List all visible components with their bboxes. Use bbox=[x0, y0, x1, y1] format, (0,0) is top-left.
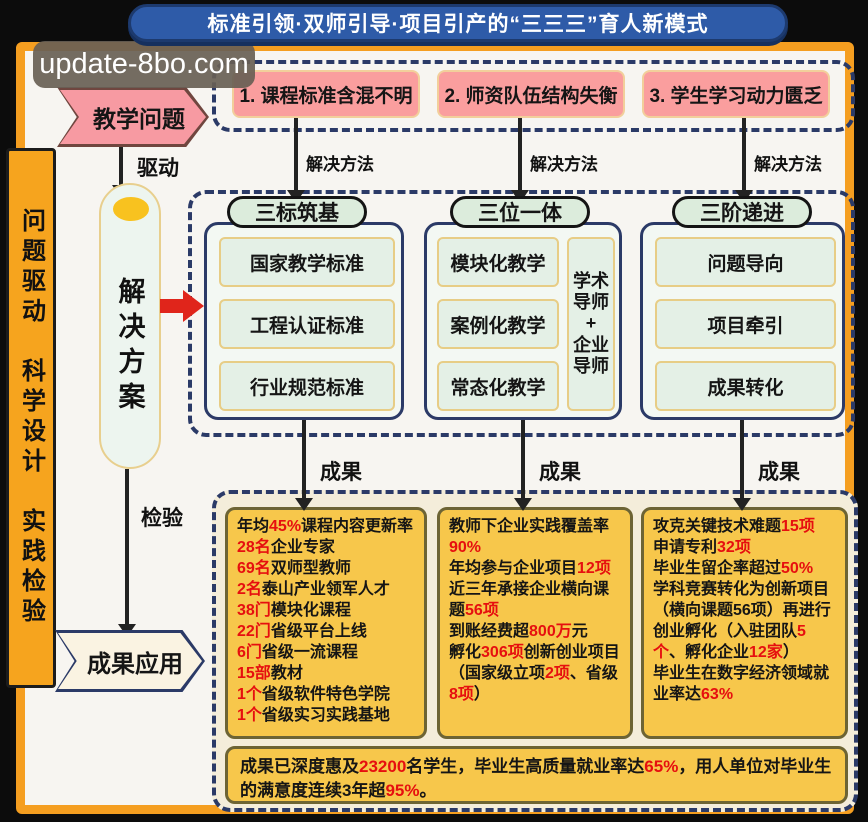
problem-box-3: 3. 学生学习动力匮乏 bbox=[642, 70, 830, 118]
column3-item-2: 项目牵引 bbox=[655, 299, 836, 349]
problems-dashed-box bbox=[212, 60, 855, 132]
pill-dot-icon bbox=[113, 197, 149, 221]
result-arrow-head-3 bbox=[733, 498, 751, 511]
result-apply-label: 成果应用 bbox=[58, 633, 202, 689]
column1-header: 三标筑基 bbox=[227, 196, 367, 228]
column2-header: 三位一体 bbox=[450, 196, 590, 228]
result-label-3: 成果 bbox=[758, 461, 800, 484]
page-title: 标准引领·双师引导·项目引产的“三三三”育人新模式 bbox=[207, 13, 709, 36]
result-arrow-line-3 bbox=[740, 420, 744, 500]
results-box-2: 教师下企业实践覆盖率90%年均参与企业项目12项近三年承接企业横向课题56项到账… bbox=[437, 507, 633, 739]
solve-arrow-line-2 bbox=[518, 118, 522, 192]
column1-item-2: 工程认证标准 bbox=[219, 299, 395, 349]
verify-arrow-line bbox=[125, 469, 129, 627]
column2-item-2: 案例化教学 bbox=[437, 299, 559, 349]
results-summary-box: 成果已深度惠及23200名学生，毕业生高质量就业率达65%，用人单位对毕业生的满… bbox=[225, 746, 848, 804]
column3-header: 三阶递进 bbox=[672, 196, 812, 228]
column2-box: 模块化教学 案例化教学 常态化教学 学术 导师 + 企业 导师 bbox=[424, 222, 622, 420]
teaching-problem-shape: 教学问题 bbox=[57, 87, 209, 147]
problem-box-2: 2. 师资队伍结构失衡 bbox=[437, 70, 625, 118]
column1-item-3: 行业规范标准 bbox=[219, 361, 395, 411]
solution-pill-label: 解决方案 bbox=[114, 277, 145, 417]
column1-box: 国家教学标准 工程认证标准 行业规范标准 bbox=[204, 222, 404, 420]
drive-arrow-line bbox=[119, 147, 123, 187]
solution-pill: 解决方案 bbox=[99, 183, 161, 469]
solve-label-1: 解决方法 bbox=[306, 155, 374, 174]
title-bar: 标准引领·双师引导·项目引产的“三三三”育人新模式 bbox=[128, 4, 788, 42]
column3-box: 问题导向 项目牵引 成果转化 bbox=[640, 222, 845, 420]
watermark: update-8bo.com bbox=[33, 41, 255, 88]
column2-mentor-box: 学术 导师 + 企业 导师 bbox=[567, 237, 615, 411]
problem-box-1: 1. 课程标准含混不明 bbox=[232, 70, 420, 118]
red-arrow-icon bbox=[160, 290, 204, 322]
column3-item-3: 成果转化 bbox=[655, 361, 836, 411]
verify-label: 检验 bbox=[141, 507, 183, 530]
result-label-1: 成果 bbox=[320, 461, 362, 484]
results-box-3: 攻克关键技术难题15项申请专利32项毕业生留企率超过50%学科竞赛转化为创新项目… bbox=[641, 507, 848, 739]
column2-item-3: 常态化教学 bbox=[437, 361, 559, 411]
result-arrow-line-2 bbox=[521, 420, 525, 500]
solve-label-3: 解决方法 bbox=[754, 155, 822, 174]
result-apply-shape: 成果应用 bbox=[55, 630, 205, 692]
column1-item-1: 国家教学标准 bbox=[219, 237, 395, 287]
left-banner-text: 问题驱动 科学设计 实践检验 bbox=[17, 208, 45, 628]
solve-arrow-line-1 bbox=[294, 118, 298, 192]
solve-label-2: 解决方法 bbox=[530, 155, 598, 174]
left-vertical-banner: 问题驱动 科学设计 实践检验 bbox=[6, 148, 56, 688]
solve-arrow-line-3 bbox=[742, 118, 746, 192]
column2-item-1: 模块化教学 bbox=[437, 237, 559, 287]
result-arrow-line-1 bbox=[302, 420, 306, 500]
column3-item-1: 问题导向 bbox=[655, 237, 836, 287]
result-arrow-head-1 bbox=[295, 498, 313, 511]
result-label-2: 成果 bbox=[539, 461, 581, 484]
watermark-text: update-8bo.com bbox=[39, 48, 249, 80]
result-arrow-head-2 bbox=[514, 498, 532, 511]
teaching-problem-label: 教学问题 bbox=[60, 90, 206, 144]
drive-label: 驱动 bbox=[137, 157, 179, 180]
